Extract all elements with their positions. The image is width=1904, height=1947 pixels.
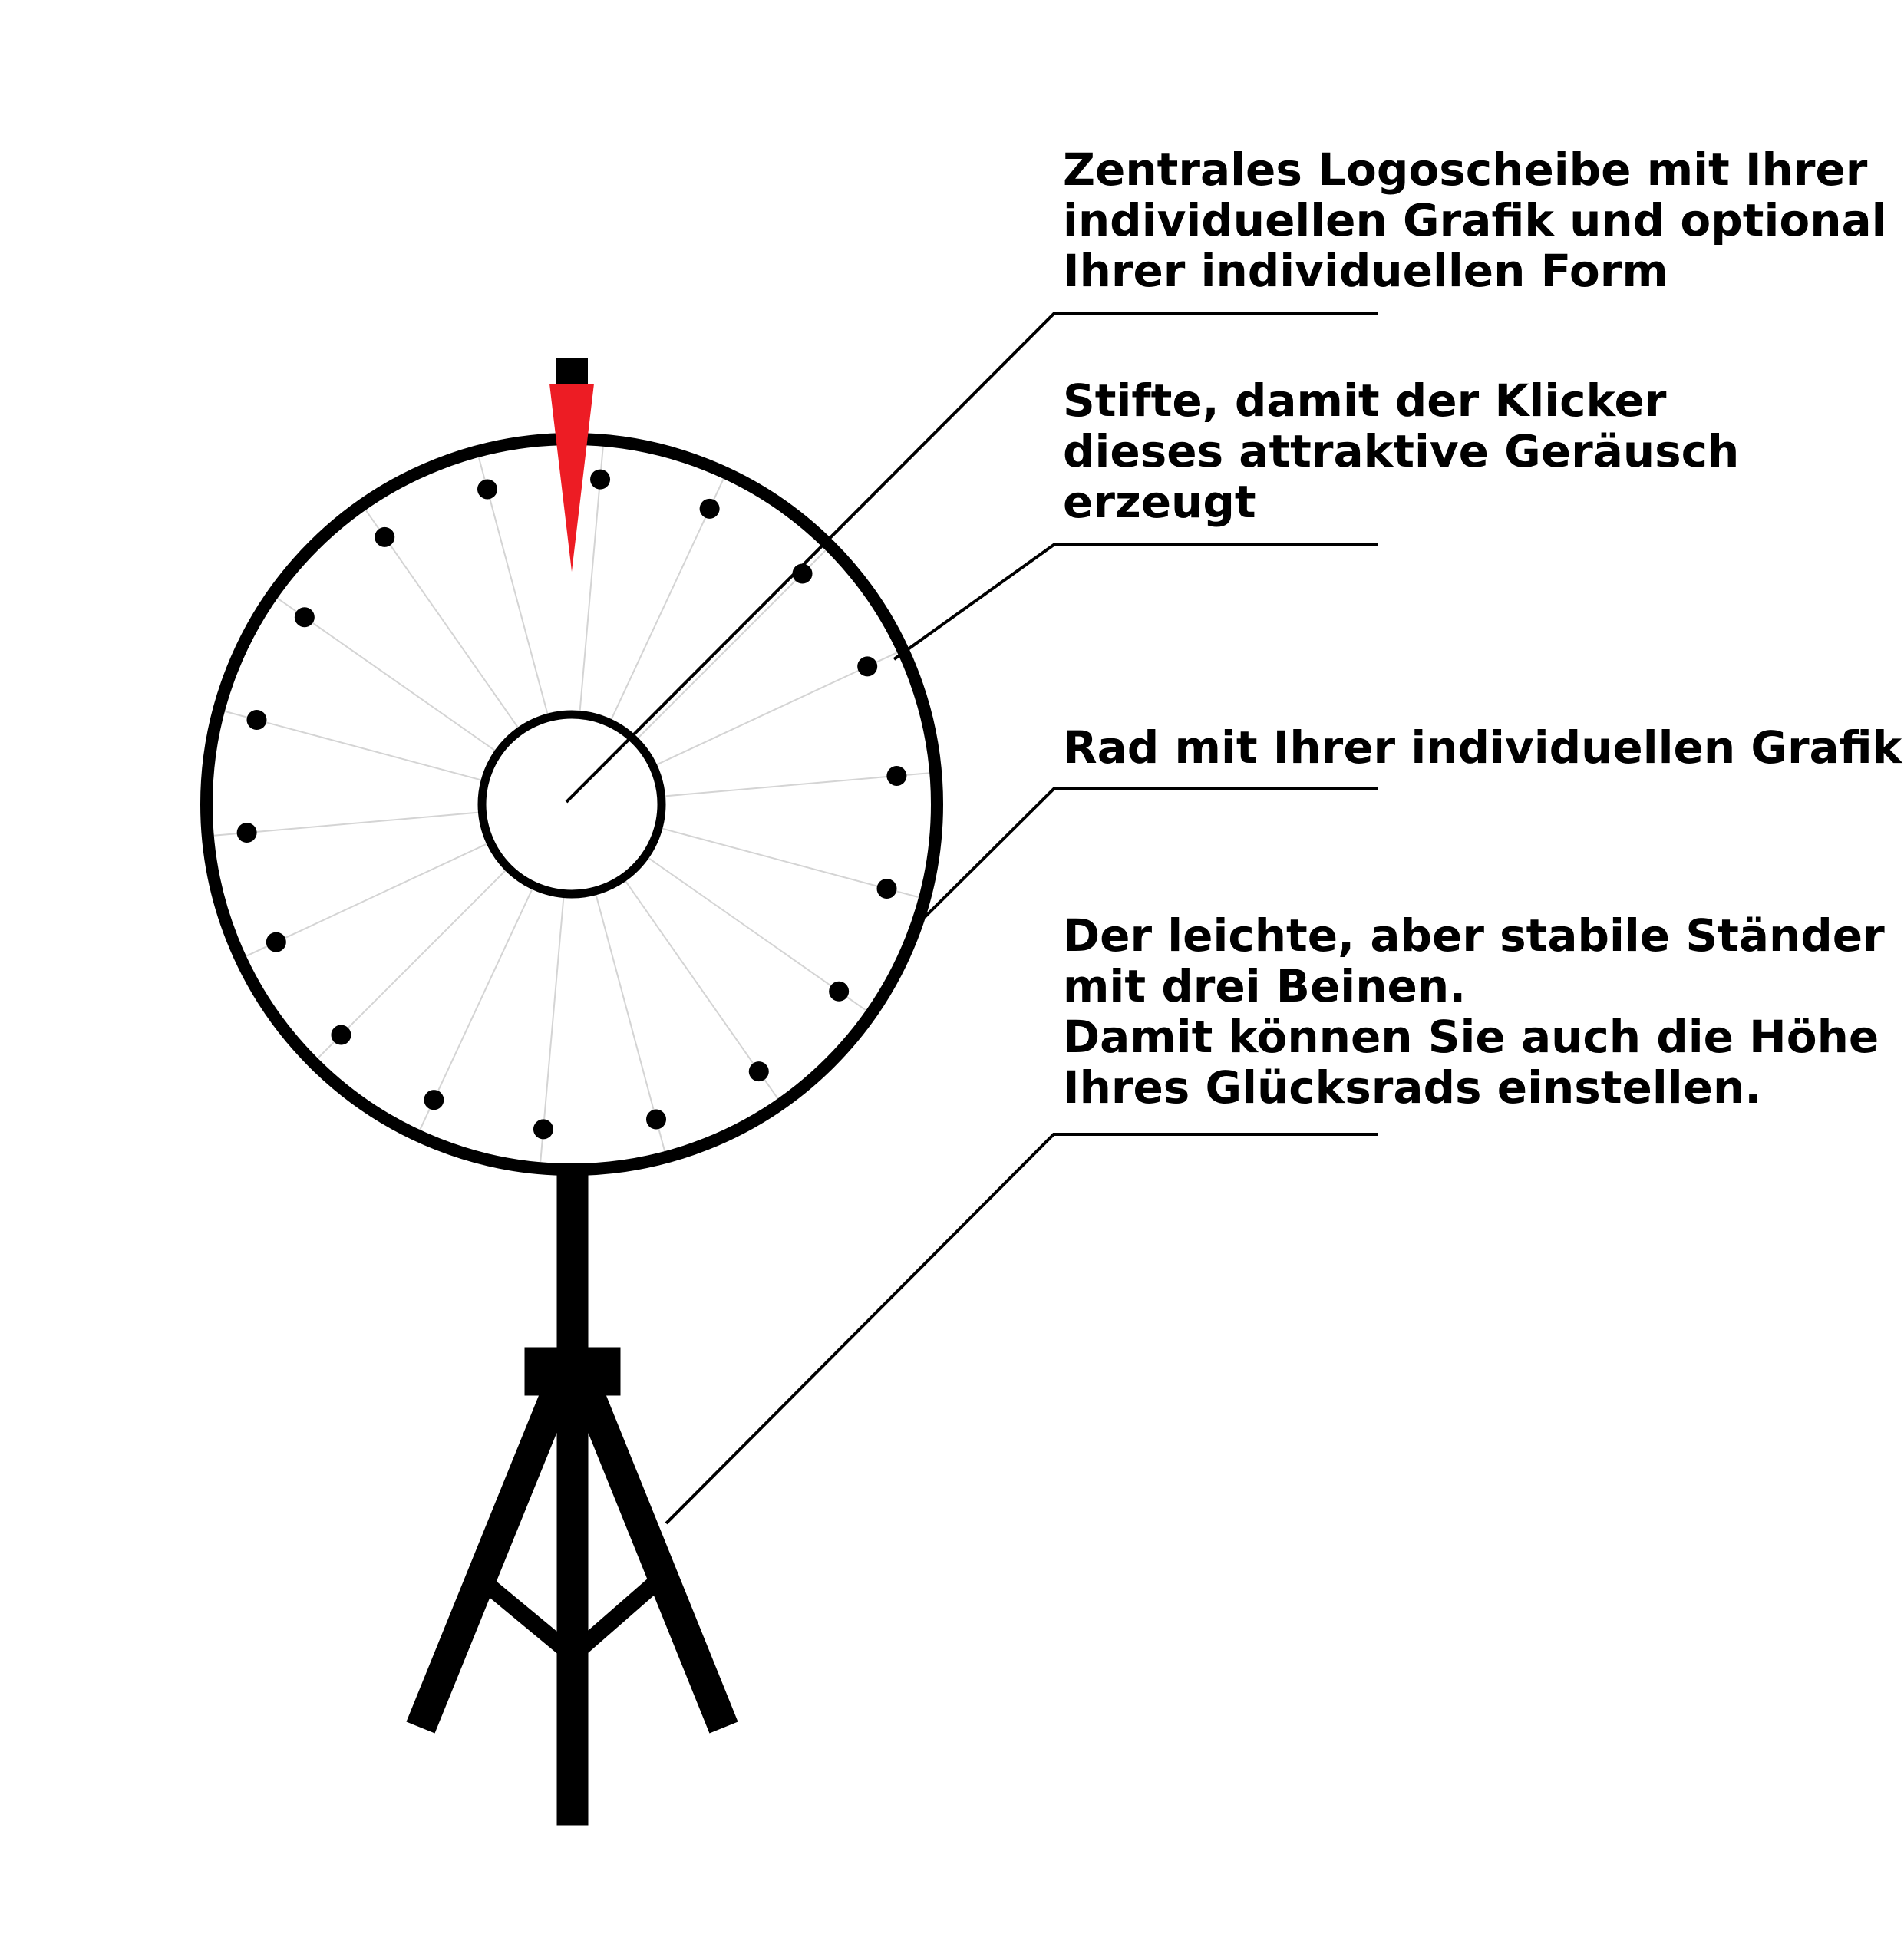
wheel-spoke <box>637 549 827 739</box>
wheel-pin <box>236 823 257 843</box>
wheel-spoke <box>477 457 549 714</box>
wheel-spoke <box>656 652 898 766</box>
leader-lines <box>565 312 1378 1525</box>
pointer-mount <box>556 358 588 384</box>
wheel-pin <box>699 498 720 519</box>
logo-disc <box>477 710 666 899</box>
wheel-pin <box>375 526 395 547</box>
wheel-pin <box>477 479 498 500</box>
wheel-spoke <box>246 843 487 957</box>
wheel-pin <box>590 469 611 490</box>
annotation-pins: Stifte, damit der Klicker dieses attrakt… <box>1063 375 1876 527</box>
wheel-spoke <box>625 880 779 1099</box>
wheel-pins <box>236 469 907 1140</box>
annotation-line: individuellen Grafik und optional <box>1063 194 1887 246</box>
wheel-pin <box>246 710 267 731</box>
leader-wheel <box>923 787 1378 919</box>
wheel-spoke <box>224 710 482 781</box>
wheel-pin <box>748 1061 769 1082</box>
annotation-stand: Der leichte, aber stabile Ständer mit dr… <box>1063 909 1885 1114</box>
wheel-spoke <box>665 772 930 797</box>
annotation-line: erzeugt <box>1063 476 1256 528</box>
annotation-line: dieses attraktive Geräusch <box>1063 425 1740 477</box>
annotation-line: Ihrer individuellen Form <box>1063 245 1668 297</box>
wheel-pin <box>424 1090 444 1110</box>
stand-leg-right <box>573 1383 738 1734</box>
wheel-pin <box>645 1109 666 1130</box>
stand-leg-left <box>406 1383 573 1734</box>
annotation-logo-disc: Zentrales Logoscheibe mit Ihrer individu… <box>1063 144 1887 297</box>
wheel-pin <box>331 1025 351 1045</box>
leader-stand <box>665 1133 1378 1525</box>
wheel-pin <box>533 1119 553 1140</box>
annotation-line: Zentrales Logoscheibe mit Ihrer <box>1063 144 1868 196</box>
wheel-spoke <box>419 889 533 1130</box>
wheel-spoke <box>595 894 666 1152</box>
wheel-pin <box>829 981 850 1002</box>
stand-pole <box>556 1170 589 1826</box>
stand-bracket <box>524 1347 621 1396</box>
wheel-pin <box>857 656 878 677</box>
annotation-line: Damit können Sie auch die Höhe <box>1063 1011 1879 1063</box>
wheel-pin <box>266 932 286 952</box>
annotation-line: Der leichte, aber stabile Ständer <box>1063 909 1885 962</box>
annotation-line: Ihres Glücksrads einstellen. <box>1063 1061 1762 1114</box>
stand <box>406 1170 738 1826</box>
wheel-spoke <box>579 446 604 711</box>
wheel-pin <box>876 878 897 899</box>
wheel-pin <box>294 607 315 628</box>
stand-brace <box>477 1574 664 1667</box>
pointer-icon <box>549 384 594 572</box>
wheel-spokes <box>213 446 930 1163</box>
annotation-wheel: Rad mit Ihrer individuellen Grafik <box>1063 721 1902 774</box>
wheel-pin <box>886 765 907 786</box>
wheel-spoke <box>648 857 866 1011</box>
wheel-spoke <box>610 478 724 720</box>
annotation-line: Rad mit Ihrer individuellen Grafik <box>1063 721 1902 774</box>
wheel-spoke <box>317 870 507 1059</box>
wheel-spoke <box>277 597 496 751</box>
annotation-line: Stifte, damit der Klicker <box>1063 375 1667 427</box>
leader-logo <box>565 312 1378 804</box>
wheel-spoke <box>213 811 479 837</box>
wheel-spoke <box>540 897 565 1163</box>
wheel-spoke <box>365 510 519 728</box>
wheel-spoke <box>662 827 919 899</box>
leader-pins <box>893 543 1378 661</box>
annotation-line: mit drei Beinen. <box>1063 960 1467 1012</box>
